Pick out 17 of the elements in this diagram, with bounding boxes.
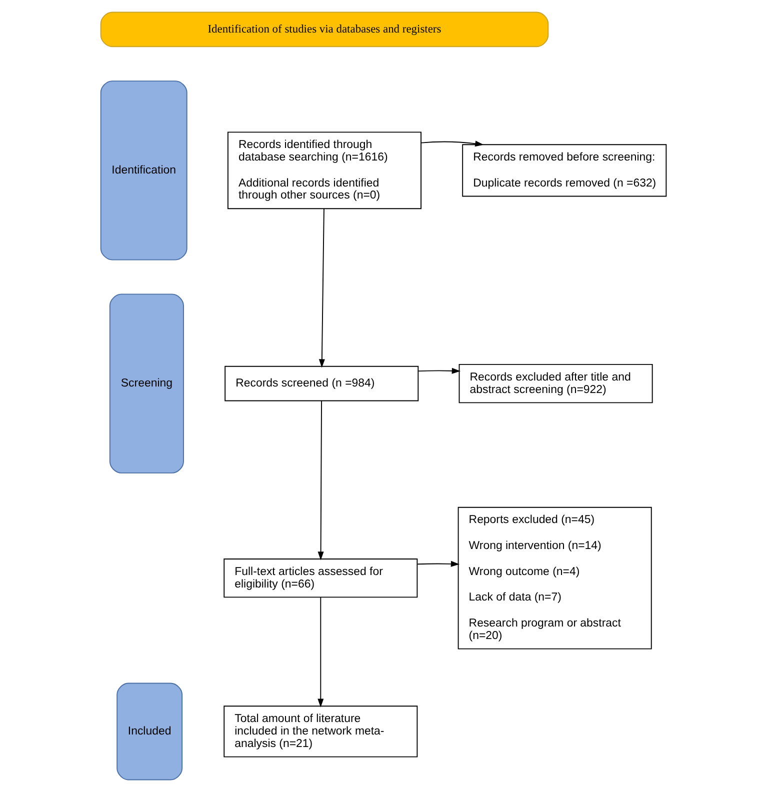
node-box: Records identified through database searching (n=1616) Additional records identified through other sources (n=0) [227,132,422,210]
arrow [318,400,324,560]
node-box: Included [116,682,183,780]
node-box: Records removed before screening: Duplicate records removed (n =632) [462,144,667,197]
arrow [318,596,324,708]
node-box: Records excluded after title and abstract screening (n=922) [458,364,653,404]
arrow [421,140,484,147]
arrow [418,368,460,374]
node-box: Screening [109,294,184,474]
node-box: Identification [100,80,188,260]
node-box: Full-text articles assessed for eligibility (n=66) [224,558,418,598]
arrow [318,208,325,368]
node-box: Records screened (n =984) [224,366,419,402]
node-box: Total amount of literature included in the network meta-analysis (n=21) [224,706,418,758]
node-box: Reports excluded (n=45) Wrong intervention (n=14) Wrong outcome (n=4) Lack of data (n=7) Research program or abstract (n=20) [458,506,652,650]
arrow [417,560,460,567]
node-box: Identification of studies via databases and registers [100,12,549,48]
